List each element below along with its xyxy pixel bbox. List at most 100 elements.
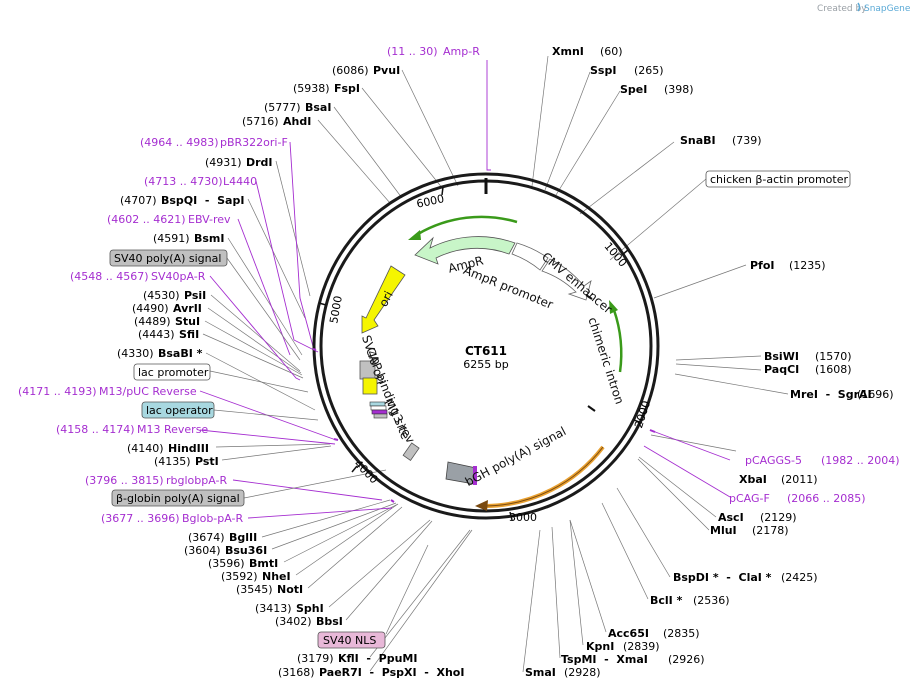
map-label: (4489) [134,315,171,328]
map-label: (4707) [120,194,157,207]
enzyme-paqci: PaqCI [764,363,799,376]
enzyme-paer7i-pspxi-xhoi: PaeR7I - PspXI - XhoI [319,666,464,679]
feature-box-sv40-nls: SV40 NLS [317,631,386,649]
scale-ticks [318,186,643,521]
enzyme-bcli: BclI * [650,594,683,607]
map-label: (5938) [293,82,330,95]
feature-box-lac-operator: lac operator [141,401,215,419]
enzyme-hindiii: HindIII [168,442,209,455]
map-label: (3592) [221,570,258,583]
enzyme-psii: PsiI [184,289,206,302]
plasmid-length: 6255 bp [463,358,508,371]
intron-direction-arrow [612,309,623,373]
credit-prefix: Created by [817,4,867,14]
enzyme-sphi: SphI [296,602,324,615]
map-label: (4931) [205,156,242,169]
enzyme-mlui: MluI [710,524,737,537]
sv40-polya-block [402,442,420,461]
map-label: (1696) [857,388,894,401]
map-label: β-globin poly(A) signal [116,492,240,505]
enzyme-asci: AscI [718,511,744,524]
map-label: (3604) [184,544,221,557]
enzyme-spei: SpeI [620,83,647,96]
feature-box-sv40-polya-signal: SV40 poly(A) signal [109,249,228,267]
primer-amp-r-name: Amp-R [443,45,480,58]
map-label: (1235) [789,259,826,272]
enzyme-stui: StuI [175,315,200,328]
primer-bglob-pa-r-name: Bglob-pA-R [182,512,244,525]
backbone-outer-ring [312,172,660,520]
plasmid-name: CT611 [465,344,507,358]
lac-cluster [369,401,388,419]
feature-box-lac-promoter: lac promoter [133,363,211,381]
enzyme-sfii: SfiI [179,328,199,341]
primer-m13-puc-reverse-name: M13/pUC Reverse [99,385,197,398]
enzyme-bspdi-clai: BspDI * - ClaI * [673,571,772,584]
primer-pcag-f-name: pCAG-F [729,492,770,505]
primer-leader-lines [199,60,731,519]
map-label: (3168) [278,666,315,679]
map-label: (1570) [815,350,852,363]
map-label: (1608) [815,363,852,376]
map-label: (6086) [332,64,369,77]
enzyme-xbai: XbaI [739,473,767,486]
primer-bglob-pa-r-range: (3677 .. 3696) [101,512,180,525]
enzyme-bsu36i: Bsu36I [225,544,267,557]
primer-ebv-rev-name: EBV-rev [188,213,231,226]
primer-rbglobpa-r-range: (3796 .. 3815) [85,474,164,487]
snapgene-logo-icon [857,2,861,12]
bgh-marker [473,466,477,485]
enzyme-fspi: FspI [334,82,360,95]
tick-label-6000: 6000 [415,192,445,211]
enzyme-bsabi: BsaBI * [158,347,203,360]
map-label: SV40 poly(A) signal [114,252,221,265]
enzyme-bmti: BmtI [249,557,278,570]
enzyme-noti: NotI [277,583,303,596]
cmv-enhancer-arrow [541,258,592,301]
enzyme-bspqi-sapi: BspQI - SapI [161,194,244,207]
inner-label-ampr-promoter: AmpR promoter [461,263,555,312]
map-label: SV40 NLS [323,634,376,647]
map-label: (265) [634,64,664,77]
map-label: (4490) [132,302,169,315]
enzyme-psti: PstI [195,455,219,468]
enzyme-sspi: SspI [590,64,616,77]
enzyme-kfli-ppumi: KflI - PpuMI [338,652,417,665]
enzyme-kpni: KpnI [586,640,614,653]
primer-m13-puc-reverse-range: (4171 .. 4193) [18,385,97,398]
enzyme-labels-right: XmnI (60) SspI (265) SpeI (398) SnaBI (7… [525,45,894,679]
enzyme-bbsi: BbsI [316,615,343,628]
primer-ebv-rev-range: (4602 .. 4621) [107,213,186,226]
feature-box-beta-globin-polya-signal: β-globin poly(A) signal [111,489,245,507]
primer-m13-reverse-name: M13 Reverse [137,423,208,436]
enzyme-drdi: DrdI [246,156,273,169]
map-label: (2835) [663,627,700,640]
primer-pcaggs-5-name: pCAGGS-5 [745,454,802,467]
map-label: (2129) [760,511,797,524]
map-label: (4135) [154,455,191,468]
map-label: (2425) [781,571,818,584]
map-label: (4530) [143,289,180,302]
ampr-direction-arrow [417,215,518,236]
map-label: lac promoter [138,366,209,379]
map-label: (5716) [242,115,279,128]
feature-box-chicken-beta-actin-promoter: chicken β-actin promoter [705,170,851,188]
enzyme-xmni: XmnI [552,45,584,58]
primer-sv40pa-r-range: (4548 .. 4567) [70,270,149,283]
map-label: (739) [732,134,762,147]
ampr-promoter-arrow [511,242,549,271]
map-label: (4591) [153,232,190,245]
enzyme-bglii: BglII [229,531,257,544]
enzyme-bsmi: BsmI [194,232,225,245]
enzyme-pfoi: PfoI [750,259,775,272]
map-label: lac operator [146,404,213,417]
map-label: (4443) [138,328,175,341]
ori-feature-arrow [361,265,406,334]
primer-sv40pa-r-name: SV40pA-R [151,270,206,283]
enzyme-labels-left: (6086) PvuI (5938) FspI (5777) BsaI (571… [117,64,464,679]
enzyme-mrei-sgrai: MreI - SgrAI [790,388,872,401]
tick-label-4000: 4000 [352,457,381,486]
sv40-ori-block [362,377,378,395]
primer-amp-r-range: (11 .. 30) [387,45,438,58]
